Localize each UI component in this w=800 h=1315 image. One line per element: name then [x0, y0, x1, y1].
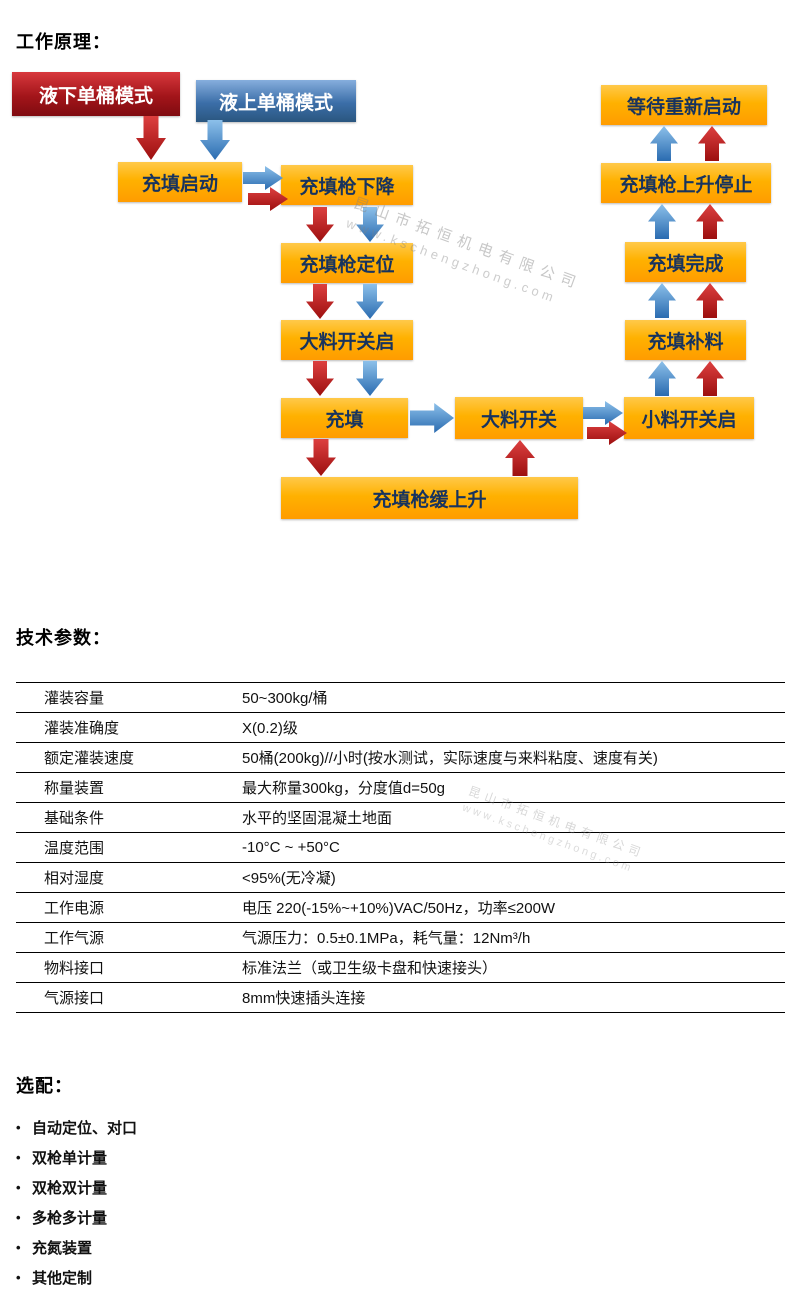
list-item: • 其他定制	[16, 1262, 416, 1292]
options-list: • 自动定位、对口 • 双枪单计量 • 双枪双计量 • 多枪多计量 • 充氮装置…	[16, 1112, 416, 1292]
spec-label: 气源接口	[16, 982, 226, 1013]
spec-value: 8mm快速插头连接	[226, 982, 785, 1013]
bullet-icon: •	[16, 1119, 21, 1135]
arrow-down-icon	[356, 207, 384, 242]
option-label: 自动定位、对口	[32, 1119, 138, 1137]
spec-value: <95%(无冷凝)	[226, 862, 785, 893]
flow-box-fill-start: 充填启动	[118, 162, 242, 202]
list-item: • 双枪单计量	[16, 1142, 416, 1172]
bullet-icon: •	[16, 1179, 21, 1195]
table-row: 物料接口 标准法兰（或卫生级卡盘和快速接头）	[16, 952, 785, 983]
option-label: 多枪多计量	[32, 1209, 108, 1227]
table-row: 气源接口 8mm快速插头连接	[16, 982, 785, 1013]
flow-box-big-valve-open: 大料开关启	[281, 320, 413, 360]
table-row: 称量装置 最大称量300kg，分度值d=50g	[16, 772, 785, 803]
spec-value: X(0.2)级	[226, 712, 785, 743]
spec-value: 标准法兰（或卫生级卡盘和快速接头）	[226, 952, 785, 983]
arrow-up-icon	[696, 204, 724, 239]
table-row: 相对湿度 <95%(无冷凝)	[16, 862, 785, 893]
option-label: 充氮装置	[32, 1239, 93, 1257]
spec-label: 基础条件	[16, 802, 226, 833]
flow-box-small-valve-open: 小料开关启	[624, 397, 754, 439]
spec-value: 50~300kg/桶	[226, 682, 785, 713]
arrow-up-icon	[696, 283, 724, 318]
spec-label: 额定灌装速度	[16, 742, 226, 773]
bullet-icon: •	[16, 1239, 21, 1255]
table-row: 额定灌装速度 50桶(200kg)//小时(按水测试，实际速度与来料粘度、速度有…	[16, 742, 785, 773]
arrow-down-icon	[356, 361, 384, 396]
spec-value: 气源压力：0.5±0.1MPa，耗气量：12Nm³/h	[226, 922, 785, 953]
section-title-specs: 技术参数：	[16, 628, 111, 648]
arrow-down-icon	[306, 207, 334, 242]
table-row: 基础条件 水平的坚固混凝土地面	[16, 802, 785, 833]
spec-label: 灌装准确度	[16, 712, 226, 743]
spec-label: 工作气源	[16, 922, 226, 953]
bullet-icon: •	[16, 1149, 21, 1165]
flow-box-fill-refill: 充填补料	[625, 320, 746, 360]
flow-box-fill-done: 充填完成	[625, 242, 746, 282]
arrow-down-icon	[356, 284, 384, 319]
section-title-options: 选配：	[16, 1076, 73, 1096]
table-row: 工作气源 气源压力：0.5±0.1MPa，耗气量：12Nm³/h	[16, 922, 785, 953]
list-item: • 双枪双计量	[16, 1172, 416, 1202]
option-label: 双枪单计量	[32, 1149, 108, 1167]
arrow-up-icon	[648, 204, 676, 239]
flow-box-mode-above: 液上单桶模式	[196, 80, 356, 122]
flow-box-mode-sub: 液下单桶模式	[12, 72, 180, 116]
flow-box-big-valve: 大料开关	[455, 397, 583, 439]
flow-box-fill: 充填	[281, 398, 408, 438]
arrow-up-icon	[505, 440, 535, 476]
flowchart: 液下单桶模式 液上单桶模式 充填启动 充填枪下降 充填枪定位 大料开关启 充填 …	[0, 70, 800, 550]
arrow-up-icon	[648, 361, 676, 396]
table-row: 灌装准确度 X(0.2)级	[16, 712, 785, 743]
list-item: • 多枪多计量	[16, 1202, 416, 1232]
arrow-down-icon	[306, 439, 336, 476]
spec-label: 温度范围	[16, 832, 226, 863]
flow-box-gun-up-stop: 充填枪上升停止	[601, 163, 771, 203]
spec-value: 最大称量300kg，分度值d=50g	[226, 772, 785, 803]
arrow-down-icon	[200, 120, 230, 160]
arrow-down-icon	[306, 284, 334, 319]
spec-label: 相对湿度	[16, 862, 226, 893]
option-label: 双枪双计量	[32, 1179, 108, 1197]
arrow-right-icon	[410, 403, 454, 433]
arrow-down-icon	[136, 116, 166, 160]
bullet-icon: •	[16, 1269, 21, 1285]
spec-value: -10°C ~ +50°C	[226, 832, 785, 863]
list-item: • 充氮装置	[16, 1232, 416, 1262]
spec-value: 50桶(200kg)//小时(按水测试，实际速度与来料粘度、速度有关)	[226, 742, 785, 773]
table-row: 灌装容量 50~300kg/桶	[16, 682, 785, 713]
spec-value: 电压 220(-15%~+10%)VAC/50Hz，功率≤200W	[226, 892, 785, 923]
spec-label: 灌装容量	[16, 682, 226, 713]
table-row: 温度范围 -10°C ~ +50°C	[16, 832, 785, 863]
flow-box-gun-slow-up: 充填枪缓上升	[281, 477, 578, 519]
spec-value: 水平的坚固混凝土地面	[226, 802, 785, 833]
options-section: 选配： • 自动定位、对口 • 双枪单计量 • 双枪双计量 • 多枪多计量 • …	[16, 1072, 416, 1292]
arrow-right-icon	[587, 421, 627, 445]
arrow-right-icon	[583, 401, 623, 425]
flow-box-gun-position: 充填枪定位	[281, 243, 413, 283]
spec-table: 灌装容量 50~300kg/桶 灌装准确度 X(0.2)级 额定灌装速度 50桶…	[16, 682, 785, 1013]
arrow-up-icon	[648, 283, 676, 318]
spec-label: 物料接口	[16, 952, 226, 983]
arrow-up-icon	[696, 361, 724, 396]
flow-box-gun-down: 充填枪下降	[281, 165, 413, 205]
arrow-up-icon	[650, 126, 678, 161]
flow-box-wait-restart: 等待重新启动	[601, 85, 767, 125]
option-label: 其他定制	[32, 1269, 93, 1287]
bullet-icon: •	[16, 1209, 21, 1225]
list-item: • 自动定位、对口	[16, 1112, 416, 1142]
arrow-up-icon	[698, 126, 726, 161]
arrow-right-icon	[243, 166, 283, 190]
spec-label: 工作电源	[16, 892, 226, 923]
section-title-principle: 工作原理：	[16, 32, 111, 52]
table-row: 工作电源 电压 220(-15%~+10%)VAC/50Hz，功率≤200W	[16, 892, 785, 923]
arrow-down-icon	[306, 361, 334, 396]
spec-label: 称量装置	[16, 772, 226, 803]
